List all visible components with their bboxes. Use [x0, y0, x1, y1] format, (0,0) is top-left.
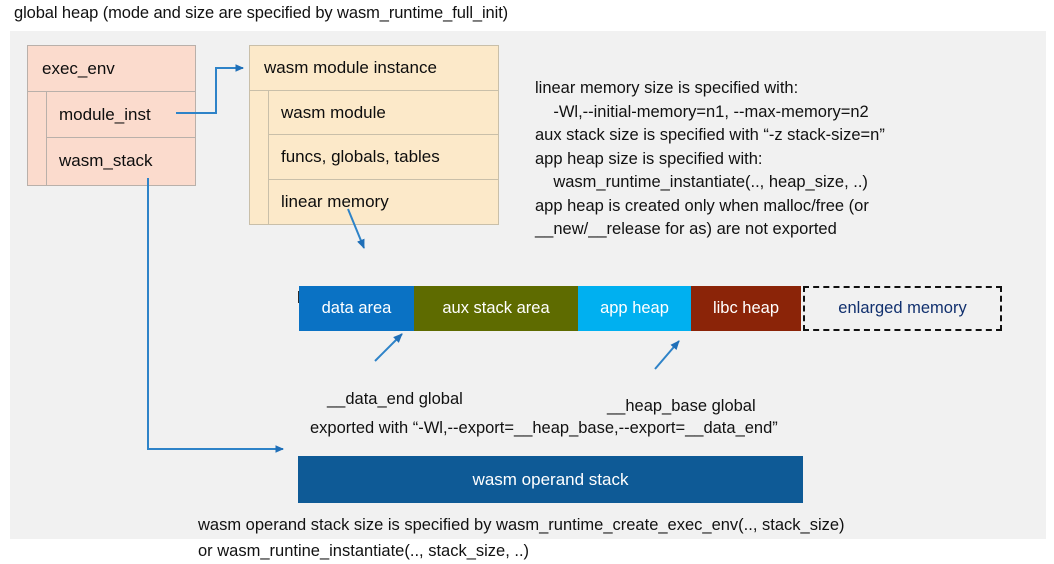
exec-env-box: exec_env module_inst wasm_stack	[27, 45, 196, 186]
annotation-exported-with: exported with “-Wl,--export=__heap_base,…	[310, 419, 778, 437]
wasm-operand-stack-box: wasm operand stack	[298, 456, 803, 503]
module-instance-fields: wasm module funcs, globals, tables linea…	[269, 91, 498, 224]
module-instance-header: wasm module instance	[249, 45, 499, 91]
page-title: global heap (mode and size are specified…	[14, 4, 509, 22]
module-instance-gutter	[250, 91, 269, 224]
exec-env-gutter	[28, 92, 47, 185]
segment-libc-heap-label: libc heap	[712, 299, 780, 317]
segment-enlarged-memory: enlarged memory	[803, 286, 1002, 331]
linear-memory-info-text: linear memory size is specified with: -W…	[535, 79, 885, 238]
exec-env-body: module_inst wasm_stack	[27, 92, 196, 186]
module-instance-field-linear-memory: linear memory	[281, 191, 389, 211]
segment-aux-stack-area-label: aux stack area	[442, 299, 550, 317]
segment-enlarged-memory-label: enlarged memory	[838, 299, 967, 317]
module-instance-field-funcs-globals-tables: funcs, globals, tables	[269, 135, 498, 180]
segment-app-heap: app heap	[578, 286, 691, 331]
segment-libc-heap: libc heap	[691, 286, 801, 331]
segment-aux-stack-area: aux stack area	[414, 286, 578, 331]
segment-app-heap-label: app heap	[600, 299, 669, 317]
exec-env-fields: module_inst wasm_stack	[47, 92, 195, 185]
annotation-heap-base: __heap_base global	[607, 397, 756, 415]
module-instance-body: wasm module funcs, globals, tables linea…	[249, 91, 499, 225]
diagram-root: global heap (mode and size are specified…	[10, 4, 1046, 560]
wasm-module-instance-box: wasm module instance wasm module funcs, …	[249, 45, 499, 225]
segment-data-area-label: data area	[321, 299, 392, 317]
wasm-operand-stack-label: wasm operand stack	[472, 469, 629, 489]
module-instance-field-wasm-module: wasm module	[269, 91, 498, 136]
operand-stack-info-text: wasm operand stack size is specified by …	[198, 516, 845, 560]
linear-memory-bar: data area aux stack area app heap libc h…	[289, 286, 1002, 337]
annotation-data-end: __data_end global	[327, 390, 463, 408]
exec-env-field-module-inst: module_inst	[47, 92, 195, 138]
diagram-canvas: exec_env module_inst wasm_stack wasm mod…	[10, 31, 1046, 560]
exec-env-header: exec_env	[27, 45, 196, 92]
segment-data-area: data area	[299, 286, 414, 331]
exec-env-field-wasm-stack: wasm_stack	[59, 151, 153, 170]
